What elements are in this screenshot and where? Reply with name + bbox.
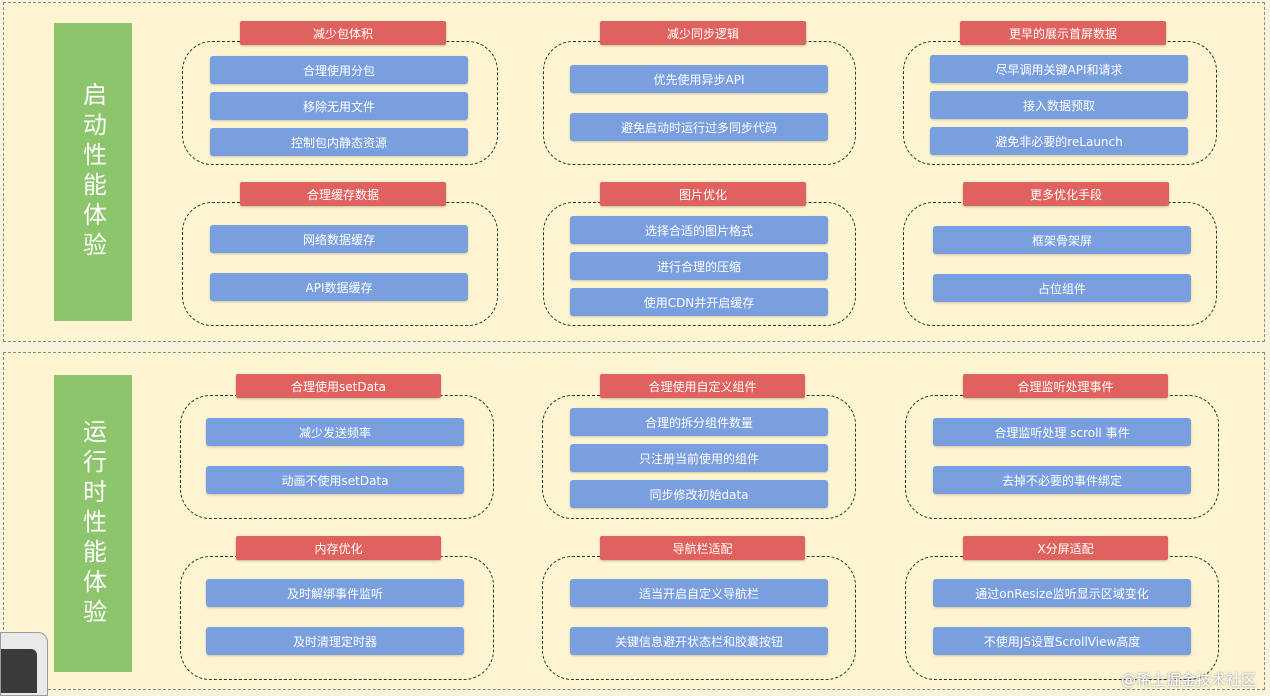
group-box	[543, 41, 856, 165]
group-title: 合理使用自定义组件	[600, 374, 805, 398]
group-item: 移除无用文件	[210, 92, 468, 120]
watermark: @稀土掘金技术社区	[1120, 671, 1256, 689]
group-title: 更早的展示首屏数据	[960, 21, 1166, 45]
group-title: 合理使用setData	[236, 374, 441, 398]
section-label: 运行时性能体验	[78, 418, 107, 629]
group-item: API数据缓存	[210, 273, 468, 301]
corner-device-graphic	[0, 632, 48, 696]
group-item: 及时解绑事件监听	[206, 579, 464, 607]
group-title: 导航栏适配	[600, 536, 805, 560]
section-label-box: 启动性能体验	[54, 23, 132, 321]
group-item: 不使用JS设置ScrollView高度	[933, 627, 1191, 655]
section-label-box: 运行时性能体验	[54, 375, 132, 672]
group-box	[905, 556, 1219, 680]
group-box	[180, 556, 494, 680]
group-item: 合理监听处理 scroll 事件	[933, 418, 1191, 446]
group-title: 图片优化	[600, 182, 806, 206]
group-item: 进行合理的压缩	[570, 252, 828, 280]
group-title: 减少包体积	[240, 21, 446, 45]
group-item: 避免启动时运行过多同步代码	[570, 113, 828, 141]
group-item: 去掉不必要的事件绑定	[933, 466, 1191, 494]
group-box	[905, 395, 1219, 519]
group-title: 更多优化手段	[963, 182, 1169, 206]
group-item: 及时清理定时器	[206, 627, 464, 655]
group-title: 合理缓存数据	[240, 182, 446, 206]
group-title: X分屏适配	[963, 536, 1168, 560]
group-box	[182, 202, 498, 326]
group-item: 优先使用异步API	[570, 65, 828, 93]
group-item: 合理使用分包	[210, 56, 468, 84]
group-item: 框架骨架屏	[933, 226, 1191, 254]
group-item: 动画不使用setData	[206, 466, 464, 494]
group-item: 使用CDN并开启缓存	[570, 288, 828, 316]
group-item: 占位组件	[933, 274, 1191, 302]
group-item: 尽早调用关键API和请求	[930, 55, 1188, 83]
group-item: 关键信息避开状态栏和胶囊按钮	[570, 627, 828, 655]
section-label: 启动性能体验	[78, 82, 107, 262]
group-item: 合理的拆分组件数量	[570, 408, 828, 436]
group-item: 只注册当前使用的组件	[570, 444, 828, 472]
group-title: 合理监听处理事件	[963, 374, 1168, 398]
corner-device-screen	[1, 649, 37, 693]
group-item: 适当开启自定义导航栏	[570, 579, 828, 607]
group-item: 通过onResize监听显示区域变化	[933, 579, 1191, 607]
group-item: 接入数据预取	[930, 91, 1188, 119]
group-item: 减少发送频率	[206, 418, 464, 446]
group-box	[180, 395, 494, 519]
group-item: 控制包内静态资源	[210, 128, 468, 156]
group-item: 网络数据缓存	[210, 225, 468, 253]
group-item: 避免非必要的reLaunch	[930, 127, 1188, 155]
group-title: 内存优化	[236, 536, 441, 560]
group-item: 选择合适的图片格式	[570, 216, 828, 244]
group-box	[903, 202, 1217, 326]
group-item: 同步修改初始data	[570, 480, 828, 508]
group-box	[542, 556, 856, 680]
group-title: 减少同步逻辑	[600, 21, 806, 45]
